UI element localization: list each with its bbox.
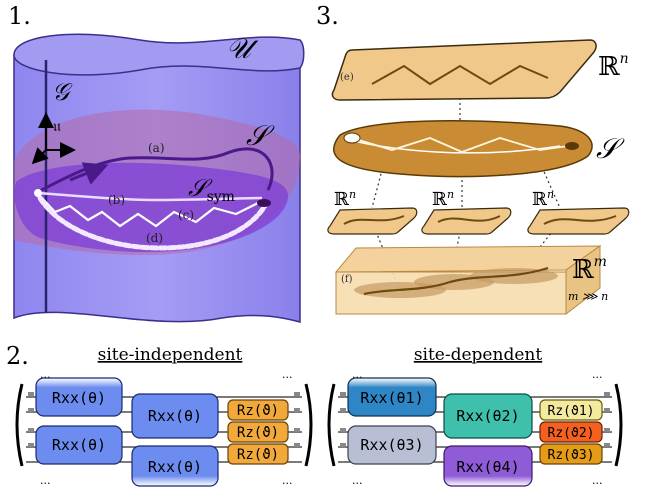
S-start-point [343, 132, 361, 144]
small-plane-2 [421, 207, 512, 235]
label-path-c: (c) [178, 208, 194, 222]
S-highlight [349, 139, 561, 154]
gate-rxx-2-label: Rxx(θ) [52, 436, 106, 454]
ellipsis-bottom-right-r: ... [592, 474, 603, 487]
label-Rn-top: ℝn [598, 51, 629, 82]
title-site-dependent: site-dependent [414, 345, 543, 365]
label-Rn-2: ℝn [432, 188, 454, 210]
zigzag-top [371, 64, 549, 86]
ellipsis-top-right-r: ... [592, 368, 603, 381]
gate-rz-1 [227, 399, 289, 421]
bracket-left-close [304, 383, 313, 467]
panel-1: 1. 𝒰 𝒢 𝔲 𝒮 𝒮sym [8, 2, 305, 323]
gate-rxx-theta1-label: Rxx(θ1) [360, 389, 423, 407]
gate-rxx-3 [131, 393, 219, 439]
gate-rxx-theta2-label: Rxx(θ2) [456, 407, 519, 425]
gate-rz-3-label: Rz(ϑ) [237, 447, 279, 463]
panel-label-1: 1. [8, 2, 31, 30]
gate-rz-vartheta1-label: Rz(ϑ1) [548, 404, 595, 419]
panel-label-3: 3. [316, 2, 339, 30]
label-path-d: (d) [146, 231, 163, 245]
space-Rm-box [334, 245, 602, 316]
manifold-S-middle [333, 120, 593, 178]
ellipsis-bottom-right: ... [282, 474, 293, 487]
ellipsis-top-left-r: ... [352, 368, 363, 381]
path-b [37, 191, 263, 202]
ellipsis-bottom-left: ... [40, 474, 51, 487]
gate-rz-vartheta3-label: Rz(ϑ3) [548, 448, 595, 463]
bracket-right-open [327, 383, 336, 467]
start-point [34, 189, 42, 197]
gate-rxx-theta4-label: Rxx(θ4) [456, 458, 519, 476]
label-e: (e) [340, 72, 354, 83]
gate-rz-1-label: Rz(ϑ) [237, 403, 279, 419]
S-end-point [565, 142, 579, 150]
zigzag-middle [351, 137, 569, 153]
gate-rxx-theta4 [443, 445, 533, 487]
label-u: 𝔲 [53, 116, 61, 135]
tangent-cross-icon [31, 112, 76, 165]
gate-rxx-4-label: Rxx(θ) [148, 458, 202, 476]
label-path-a: (a) [148, 141, 165, 155]
ellipsis-top-right: ... [282, 368, 293, 381]
bracket-right-close [614, 383, 623, 467]
wire-stubs-right [340, 392, 610, 447]
path-c [39, 195, 265, 228]
panel-2: 2. site-independent site-dependent ... .… [6, 342, 623, 487]
gate-rxx-theta3 [347, 425, 437, 465]
gate-rz-3 [227, 443, 289, 465]
gate-rxx-theta2 [443, 393, 533, 439]
ellipsis-bottom-left-r: ... [352, 474, 363, 487]
bracket-left-open [15, 383, 24, 467]
gate-rxx-1-label: Rxx(θ) [52, 389, 106, 407]
circuit-site-independent: ... ... ... ... Rxx(θ) Rxx(θ) Rxx(θ) Rxx… [15, 368, 313, 487]
label-G: 𝒢 [52, 78, 73, 106]
gate-rxx-4 [131, 445, 219, 487]
gate-rz-vartheta3 [539, 443, 603, 465]
label-Rn-3: ℝn [532, 188, 554, 210]
panel-label-2: 2. [6, 342, 29, 370]
gate-rxx-3-label: Rxx(θ) [148, 407, 202, 425]
gate-rxx-1 [35, 377, 123, 417]
title-site-independent: site-independent [98, 345, 243, 365]
label-Rm: ℝm [572, 254, 607, 285]
circuit-site-dependent: ... ... ... ... Rxx(θ1) Rxx(θ2) Rxx(θ3) … [327, 368, 623, 487]
gate-rxx-theta1 [347, 377, 437, 417]
gate-rxx-2 [35, 425, 123, 465]
gate-rz-2 [227, 421, 289, 443]
small-plane-1 [327, 207, 418, 235]
gate-rz-vartheta2-label: Rz(ϑ2) [548, 426, 595, 441]
wire-stubs-left [28, 392, 300, 447]
panel-3: 3. (e) ℝn 𝒮 [316, 2, 630, 316]
label-S-right: 𝒮 [596, 132, 625, 165]
plane-Rn-top [331, 39, 597, 101]
gate-rxx-theta3-label: Rxx(θ3) [360, 436, 423, 454]
end-point [257, 199, 271, 207]
label-f: (f) [341, 274, 353, 285]
ellipsis-top-left: ... [40, 368, 51, 381]
gate-rz-vartheta2 [539, 421, 603, 443]
small-plane-3 [527, 207, 630, 235]
label-path-b: (b) [108, 193, 125, 207]
gate-rz-vartheta1 [539, 399, 603, 421]
label-m-much-greater-n: m ⋙ n [568, 290, 608, 303]
path-d [37, 195, 269, 251]
manifold-U-top [13, 33, 305, 76]
path-a-arrow [69, 162, 109, 185]
label-Rn-1: ℝn [334, 188, 356, 210]
gate-rz-2-label: Rz(ϑ) [237, 425, 279, 441]
